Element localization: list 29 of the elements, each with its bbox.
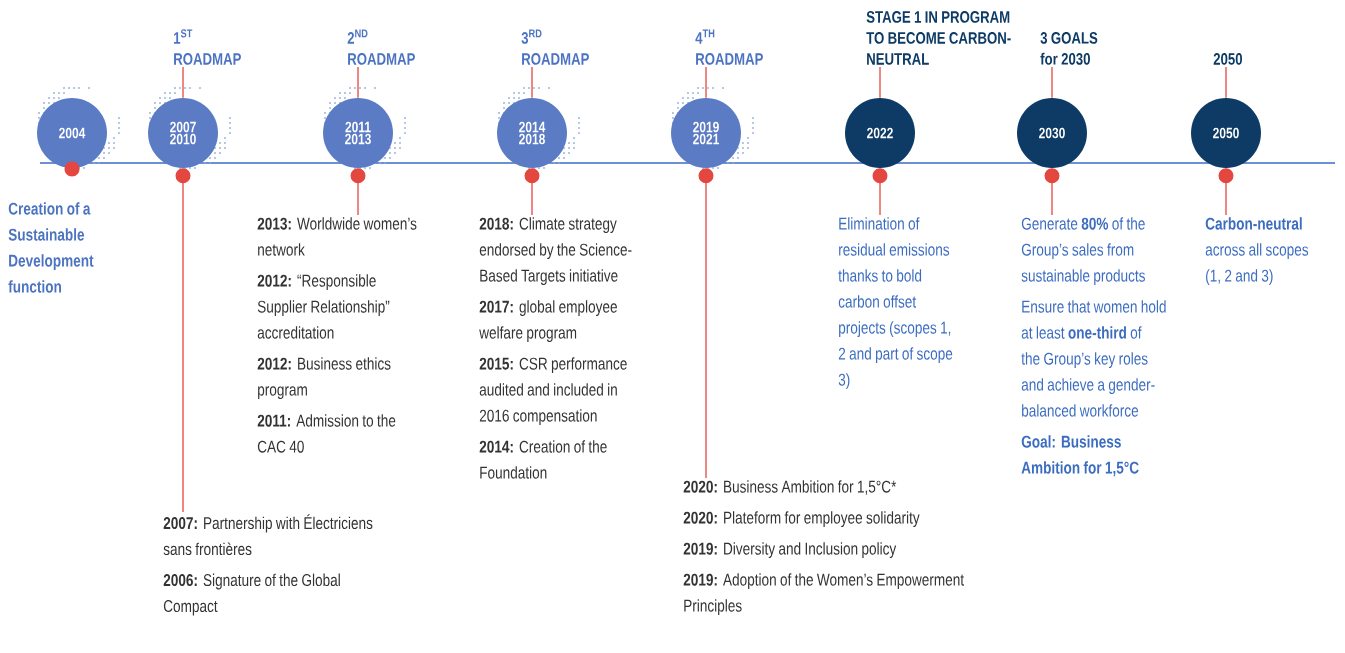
roadmap-heading: 2050 xyxy=(1213,53,1242,65)
connector-line xyxy=(872,168,888,216)
connector-line xyxy=(175,168,191,513)
roadmap-heading: 3$^{RD}$ ROADMAP xyxy=(521,29,589,65)
roadmap-heading: STAGE 1 IN PROGRAM TO BECOME CARBON-NEUTRAL xyxy=(866,11,1011,65)
roadmap-heading: 3 GOALS for 2030 xyxy=(1040,32,1098,65)
connector-line xyxy=(1218,168,1234,216)
description-text: Carbon-neutral across all scopes (1, 2 and 3) xyxy=(1205,217,1309,286)
description-text: Elimination of residual emissions thanks to bold carbon offset projects (scopes 1, 2 and part of scope 3) xyxy=(838,217,953,390)
connector-line xyxy=(182,66,184,99)
connector-line xyxy=(524,168,540,216)
connector-line xyxy=(1225,66,1227,99)
connector-line xyxy=(1044,168,1060,216)
milestone-list: 2013: Worldwide women’s network 2012: “Responsible Supplier Relationship” accreditation 2012: Business ethics program 2011: Admission to the CAC 40 xyxy=(257,217,417,453)
connector-line xyxy=(1051,66,1053,99)
roadmap-heading: 2$^{ND}$ ROADMAP xyxy=(347,29,415,65)
description-text: Generate 80% of the Group’s sales from sustainable products Ensure that women hold at least one-third of the Group’s key roles and achieve a gender-balanced workforce Goal: Business Ambition for 1,5°C xyxy=(1021,217,1166,477)
milestone-list: 2020: Business Ambition for 1,5°C* 2020: Plateform for employee solidarity 2019: Diversity and Inclusion policy 2019: Adoption of the Women’s Empowerment Principles xyxy=(683,480,964,616)
connector-line xyxy=(350,168,366,216)
milestone-list: 2007: Partnership with Électriciens sans frontières 2006: Signature of the Global Compact xyxy=(163,514,373,616)
roadmap-heading: 4$^{TH}$ ROADMAP xyxy=(695,29,763,65)
connector-line xyxy=(879,66,881,99)
connector-line xyxy=(705,66,707,99)
connector-line xyxy=(531,66,533,99)
connector-line xyxy=(698,168,714,479)
milestone-list: 2018: Climate strategy endorsed by the Science-Based Targets initiative 2017: global employee welfare program 2015: CSR performance audited and included in 2016 compensation 2014: Creation of the Foundation xyxy=(479,217,632,479)
connector-line xyxy=(357,66,359,99)
description-text: Creation of a Sustainable Development function xyxy=(8,202,94,293)
roadmap-heading: 1$^{ST}$ ROADMAP xyxy=(174,29,241,65)
